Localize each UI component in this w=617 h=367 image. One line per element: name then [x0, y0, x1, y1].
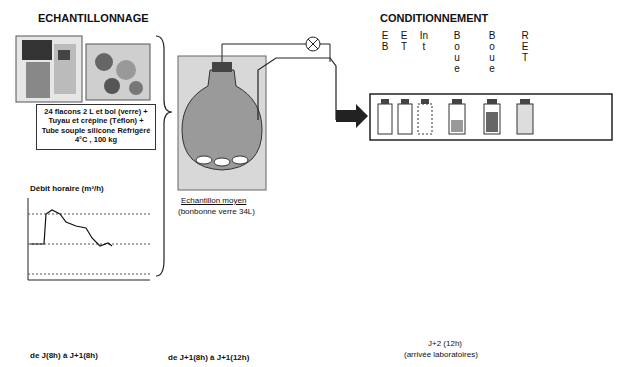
time-label: J+2 (12h) — [428, 339, 462, 348]
box-text: 24 flacons 2 L et bol (verre) + Tuyau et… — [40, 107, 152, 145]
bottle-label: ET — [399, 30, 409, 52]
bottle-label: Boue — [452, 30, 462, 74]
photo-caption: (bonbonne verre 34L) — [178, 207, 255, 216]
section-heading: ECHANTILLONNAGE — [38, 12, 149, 24]
time-label: de J+1(8h) à J+1(12h) — [168, 353, 249, 362]
bottle-label: Int — [419, 30, 429, 52]
photo-caption: Echantillon moyen — [181, 196, 246, 205]
time-label: (arrivée laboratoires) — [404, 350, 478, 359]
bottle-label: RET — [520, 30, 530, 63]
time-label: de J(8h) à J+1(8h) — [30, 351, 98, 360]
section-heading: CONDITIONNEMENT — [380, 12, 488, 24]
chart-title: Débit horaire (m³/h) — [30, 184, 104, 193]
bottle-label: Boue — [487, 30, 497, 74]
info-box: 24 flacons 2 L et bol (verre) + Tuyau et… — [36, 104, 156, 150]
bottle-label: EB — [380, 30, 390, 52]
